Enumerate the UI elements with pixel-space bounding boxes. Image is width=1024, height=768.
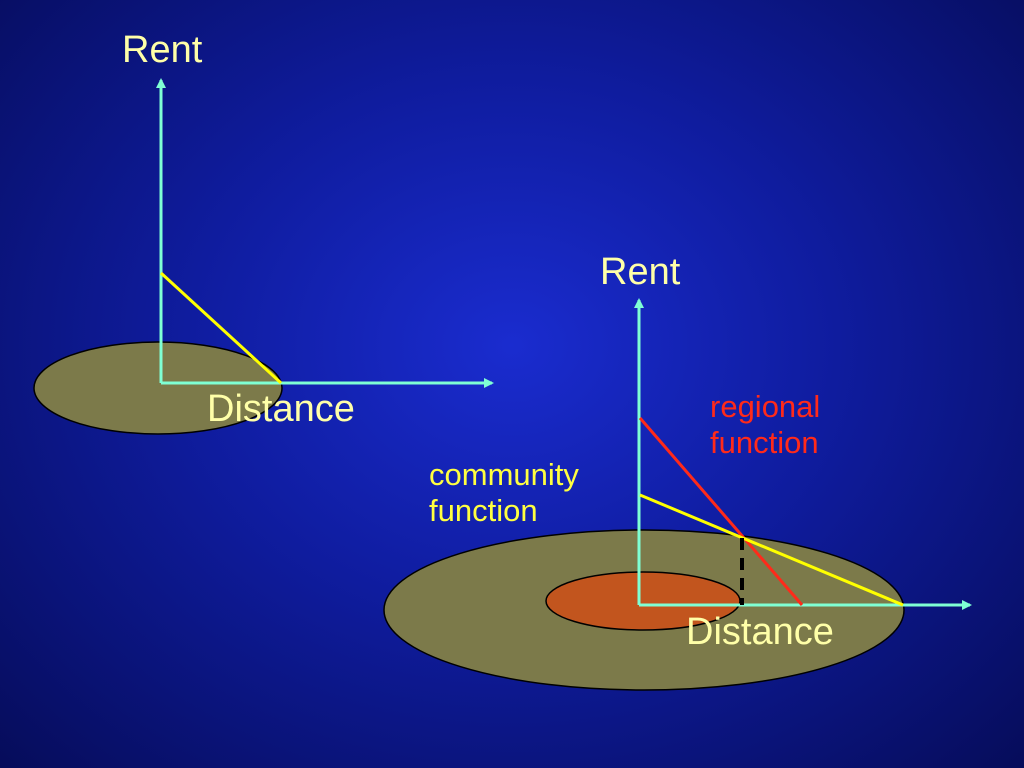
regional-function-label: regional function	[710, 389, 821, 460]
right-x-axis-label: Distance	[686, 611, 834, 653]
right-diagram	[383, 298, 972, 691]
left-y-axis-label: Rent	[122, 29, 203, 71]
left-diagram	[33, 78, 494, 435]
right-y-axis-label: Rent	[600, 251, 681, 293]
community-function-line	[639, 493, 904, 607]
left-x-axis-label: Distance	[207, 388, 355, 430]
regional-function-line	[638, 417, 804, 606]
community-function-label: community function	[429, 457, 579, 528]
left-market-area	[33, 341, 283, 435]
left-rent-gradient-line	[159, 271, 283, 385]
